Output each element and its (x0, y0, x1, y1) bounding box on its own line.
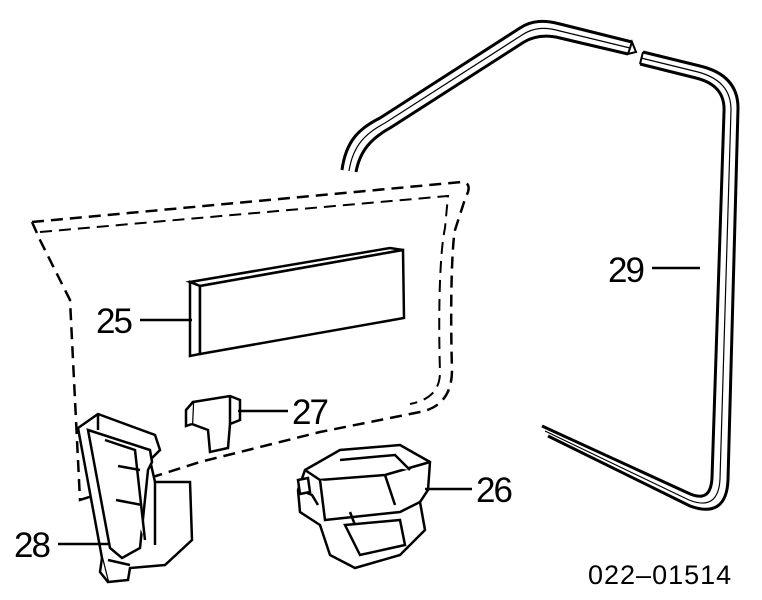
callout-25: 25 (96, 302, 133, 341)
callout-29: 29 (608, 251, 645, 290)
armrest-bracket-part-26 (296, 443, 432, 570)
garnish-part-28 (76, 412, 194, 584)
callout-26: 26 (476, 471, 513, 510)
clip-part-27 (184, 394, 242, 454)
door-panel-dashed-outline (30, 180, 470, 502)
callout-28: 28 (14, 526, 51, 565)
callout-27: 27 (292, 393, 329, 432)
trim-strip-part-25 (185, 246, 406, 358)
weatherstrip-part-29 (340, 19, 740, 511)
diagram-code: 022–01514 (588, 560, 733, 590)
